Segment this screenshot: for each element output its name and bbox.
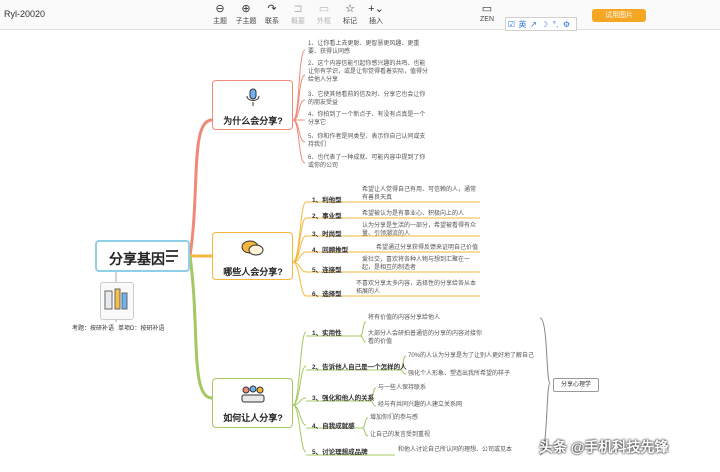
why-item-4[interactable]: 4、你拍到了一个新点子、有没有点真是一个分享它 [308,112,426,126]
how-item-3-2[interactable]: 经与有共同兴趣的人建立关系网 [378,402,463,408]
who-label-6[interactable]: 6、选择型 [312,291,342,298]
who-label-3[interactable]: 3、时尚型 [312,231,342,238]
microphone-icon [246,88,260,106]
side-label-1: 考题：按研补语 [72,326,115,332]
marker-icon: ☆ [345,3,355,15]
root-topic[interactable]: 分享基因 [95,240,190,272]
why-item-3[interactable]: 3、它使其他看前的信及时、分享它也会让你的朋友受益 [308,92,426,106]
zen-icon: ▭ [481,3,493,15]
relation-icon: ↷ [267,3,277,15]
how-item-5-1[interactable]: 和他人讨论自己所认同的理想、公司或见本 [398,447,513,453]
topic-icon: ⊖ [215,3,225,15]
notes-icon[interactable] [166,250,178,265]
boundary-button[interactable]: ▭ 外框 [309,3,339,26]
watermark: 头条 @手机科技先锋 [539,439,669,455]
topic-button[interactable]: ⊖ 主题 [205,3,235,26]
why-item-5[interactable]: 5、你和作者是同类型、表示你自己认同或支持我们 [308,134,426,148]
how-item-4-2[interactable]: 让自己的发言受到重视 [370,432,431,438]
insert-label: 插入 [369,18,383,25]
branch-why-title: 为什么会分享? [223,116,283,126]
who-desc-4[interactable]: 希望通过分享获得反馈来证明自己价值 [376,245,479,251]
who-label-5[interactable]: 5、连接型 [312,267,342,274]
relation-label: 联系 [265,18,279,25]
who-desc-3[interactable]: 认为分享是生活的一部分，希望被看得有众量、引领潮流的人 [362,223,477,237]
how-item-1-1[interactable]: 将有价值的内容分享给他人 [368,315,441,321]
subtopic-label: 子主题 [235,18,257,25]
ime-punct-icon[interactable]: ↗ [530,20,537,29]
how-item-2-2[interactable]: 强化个人形象、塑造出我所希望的样子 [408,371,511,377]
how-label-3[interactable]: 3、强化和他人的关系 [312,395,375,402]
how-item-3-1[interactable]: 与一些人保持联系 [378,385,427,391]
how-item-1-2[interactable]: 大部分人会研拍普通信的分享的内容对接你看的价值 [368,331,483,345]
boundary-icon: ▭ [318,3,330,15]
who-desc-1[interactable]: 希望让人觉得自己有用、可信赖的人，通常有善良天真 [362,187,477,201]
how-item-2-1[interactable]: 70%的人认为分享是为了让别人更好地了解自己 [408,353,535,359]
who-label-2[interactable]: 2、事业型 [312,213,342,220]
who-desc-6[interactable]: 不喜欢分享太多内容，选择性的分享给各从本拓展的人 [356,281,477,295]
zen-button[interactable]: ▭ ZEN [472,3,502,23]
summary-button[interactable]: ⊐ 概要 [283,3,313,26]
branch-how[interactable]: 如何让人分享? [212,378,293,428]
marker-label: 标记 [343,18,357,25]
ime-settings-icon[interactable]: ⚙ [562,20,571,29]
subtopic-icon: ⊕ [241,3,251,15]
insert-button[interactable]: +⌄ 插入 [361,3,391,26]
ime-symbol-icon[interactable]: °, [552,20,559,29]
who-desc-5[interactable]: 爱社交，喜欢将各种人物与想到汇聚在一起，是相互的制造者 [362,257,471,271]
attachment-box[interactable] [100,282,134,320]
attachment-icon [104,288,128,310]
summary-label: 概要 [291,18,305,25]
why-item-6[interactable]: 6、也代表了一种成就、可能内容中提到了你或你的公司 [308,155,426,169]
topic-label: 主题 [213,18,227,25]
root-topic-label: 分享基因 [109,251,165,267]
how-item-4-1[interactable]: 增加你们的参与感 [370,415,419,421]
how-label-2[interactable]: 2、告诉他人自己是一个怎样的人 [312,364,407,371]
who-label-1[interactable]: 1、利他型 [312,197,342,204]
ime-toolbar[interactable]: ☑英↗☽°,⚙ [505,17,577,31]
why-item-2[interactable]: 2、这个内容信能引起你感兴趣的共鸣、也能让你有学识，或是让你觉得看着实际，值得分… [308,61,429,83]
summary-topic[interactable]: 分享心理学 [553,378,599,392]
who-label-4[interactable]: 4、回顾推型 [312,247,349,254]
how-label-4[interactable]: 4、自我成就感 [312,423,355,430]
branch-who-title: 哪些人会分享? [223,267,283,277]
summary-icon: ⊐ [293,3,303,15]
ime-moon-icon[interactable]: ☽ [540,20,549,29]
ime-logo-icon: ☑ [507,20,516,29]
toolbar: Ryl-20020 ⊖主题⊕子主题↷联系⊐概要▭外框☆标记+⌄插入 ▭ ZEN … [0,0,720,30]
branch-why[interactable]: 为什么会分享? [212,80,293,130]
why-item-1[interactable]: 1、让你看上去更聪、更智慧更风趣、更重要、获得认同感 [308,41,420,55]
upgrade-button[interactable]: 试用图片 [592,9,646,22]
relation-button[interactable]: ↷ 联系 [257,3,287,26]
ime-mode[interactable]: 英 [518,20,527,29]
marker-button[interactable]: ☆ 标记 [335,3,365,26]
subtopic-button[interactable]: ⊕ 子主题 [231,3,261,26]
window-title: Ryl-20020 [4,9,46,19]
side-label-2: 单项D：按研补语 [118,326,165,332]
who-desc-2[interactable]: 希望被认为是有事业心、积极向上的人 [362,211,465,217]
how-label-1[interactable]: 1、实用性 [312,330,342,337]
boundary-label: 外框 [317,18,331,25]
people-group-icon [241,385,265,403]
how-label-5[interactable]: 5、讨论理想成品牌 [312,449,368,456]
insert-icon: +⌄ [368,3,384,15]
branch-who[interactable]: 哪些人会分享? [212,232,293,280]
chat-bubble-icon [241,240,264,256]
branch-how-title: 如何让人分享? [223,413,283,423]
